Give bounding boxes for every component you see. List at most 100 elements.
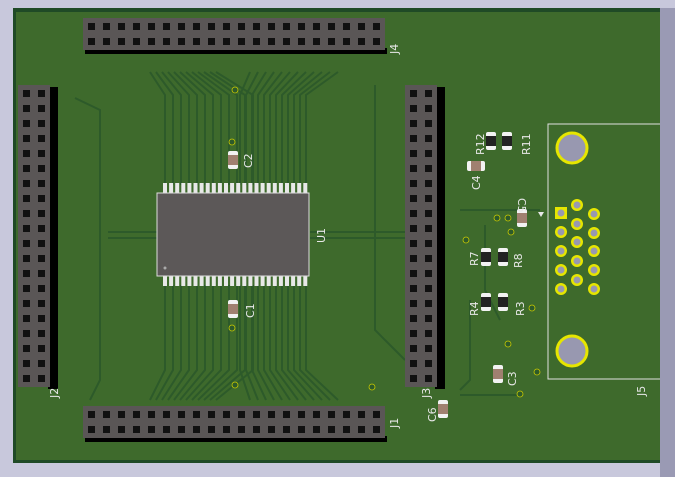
ic-pin: [266, 276, 271, 286]
track: [108, 231, 405, 239]
ic-pin: [181, 183, 186, 193]
ic-pin: [236, 183, 241, 193]
header-pin: [38, 180, 45, 187]
header-pin: [23, 345, 30, 352]
header-j2: J2: [18, 85, 61, 399]
header-pin: [118, 426, 125, 433]
component-body: [517, 213, 527, 223]
header-pin: [313, 426, 320, 433]
connector-drill: [590, 266, 598, 274]
ic-pin: [278, 183, 283, 193]
ic-pin: [297, 183, 302, 193]
header-pin: [208, 23, 215, 30]
component-label: R4: [468, 301, 481, 316]
header-pin: [103, 23, 110, 30]
header-shadow: [48, 87, 58, 389]
header-pin: [23, 255, 30, 262]
ic-pin: [285, 183, 289, 193]
header-pin: [358, 426, 365, 433]
ic-pin: [199, 276, 204, 286]
header-pin: [38, 165, 45, 172]
via: [462, 236, 470, 244]
header-pin: [298, 411, 305, 418]
header-pin: [23, 375, 30, 382]
header-pin: [268, 38, 275, 45]
header-pin: [38, 300, 45, 307]
header-pin: [373, 38, 380, 45]
ic-pin: [175, 276, 180, 286]
header-pin: [38, 240, 45, 247]
header-pin: [313, 411, 320, 418]
component-body: [493, 369, 503, 379]
connector-drill: [557, 266, 565, 274]
header-pin: [298, 38, 305, 45]
header-pin: [38, 210, 45, 217]
ic-pin: [163, 276, 167, 286]
header-pin: [425, 105, 432, 112]
header-body: [83, 406, 385, 438]
track: [161, 71, 182, 185]
header-pin: [38, 285, 45, 292]
header-pin: [425, 210, 432, 217]
header-pin: [425, 240, 432, 247]
track: [209, 71, 246, 185]
ic-pin: [291, 183, 296, 193]
mounting-hole: [555, 131, 589, 165]
header-pin: [133, 411, 140, 418]
track: [275, 285, 299, 401]
track: [173, 71, 198, 185]
ic-pin: [278, 276, 283, 286]
ic-pin: [297, 276, 302, 286]
header-pin: [163, 23, 170, 30]
header-pin: [118, 23, 125, 30]
header-shadow: [435, 87, 445, 389]
connector-drill: [573, 238, 581, 246]
header-pin: [238, 38, 245, 45]
header-pin: [358, 38, 365, 45]
ic-pin: [211, 276, 216, 286]
header-pin: [38, 255, 45, 262]
header-pin: [410, 360, 417, 367]
header-pin: [133, 38, 140, 45]
header-pin: [223, 23, 230, 30]
header-pin: [238, 411, 245, 418]
connector-j5: J5: [555, 131, 648, 397]
component-label: C6: [426, 407, 439, 422]
via: [528, 304, 536, 312]
connector-drill: [590, 229, 598, 237]
ic-label: U1: [315, 228, 328, 243]
track: [257, 285, 275, 401]
track: [209, 285, 246, 401]
header-pin: [328, 426, 335, 433]
header-pin: [268, 23, 275, 30]
component-label: C5: [515, 198, 528, 213]
header-pin: [410, 255, 417, 262]
ic-pin: [248, 276, 253, 286]
header-pin: [23, 90, 30, 97]
component-label: C4: [470, 175, 483, 190]
header-pin: [38, 135, 45, 142]
track: [305, 71, 339, 185]
header-pin: [410, 105, 417, 112]
via: [533, 368, 541, 376]
component-body: [471, 161, 481, 171]
component-r12: R12: [474, 132, 496, 155]
header-pin: [425, 120, 432, 127]
header-pin: [223, 38, 230, 45]
header-pin: [193, 38, 200, 45]
header-pin: [343, 411, 350, 418]
pin1-marker-icon: [538, 212, 544, 217]
component-body: [486, 136, 496, 146]
header-pin: [253, 426, 260, 433]
header-pin: [410, 375, 417, 382]
header-pin: [193, 426, 200, 433]
track: [239, 71, 251, 185]
header-pin: [133, 426, 140, 433]
connector-drill: [557, 285, 565, 293]
header-pin: [425, 360, 432, 367]
header-pin: [38, 360, 45, 367]
ic-u1: U1: [156, 183, 328, 286]
